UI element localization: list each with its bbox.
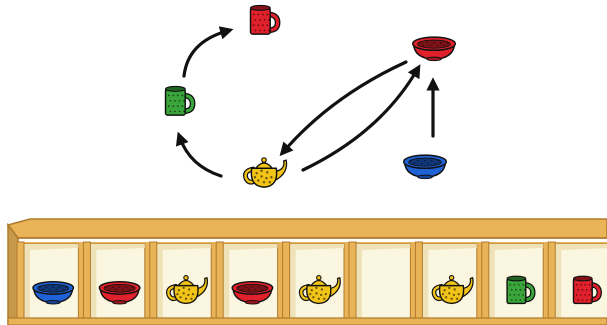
node-green-mug bbox=[164, 85, 196, 116]
shelf-bottom bbox=[7, 317, 607, 325]
shelf-cell-3 bbox=[149, 241, 212, 325]
shelf-item-7 bbox=[431, 275, 474, 305]
shelf-cell-1 bbox=[16, 241, 79, 325]
arrow-green-mug-to-red-mug bbox=[182, 26, 234, 78]
diagram-nodes bbox=[164, 4, 457, 188]
arrow-red-bowl-to-yellow-teapot bbox=[279, 60, 408, 157]
shelf-cell-2 bbox=[82, 241, 146, 325]
shelf-item-4 bbox=[231, 280, 274, 305]
shelf-cell-4 bbox=[215, 241, 279, 325]
node-red-bowl bbox=[411, 36, 457, 62]
shelf-cell-5 bbox=[282, 241, 345, 325]
node-yellow-teapot bbox=[243, 157, 288, 188]
shelf bbox=[6, 218, 607, 325]
node-red-mug bbox=[249, 4, 281, 35]
arrow-yellow-teapot-to-green-mug bbox=[175, 131, 223, 178]
arrow-yellow-teapot-to-red-bowl bbox=[301, 64, 421, 172]
shelf-cell-6 bbox=[348, 241, 411, 325]
shelf-item-9 bbox=[572, 275, 602, 305]
shelf-item-5 bbox=[298, 275, 341, 305]
shelf-side bbox=[7, 222, 19, 325]
shelf-item-1 bbox=[32, 280, 75, 305]
shelf-cell-9 bbox=[547, 241, 607, 325]
shelf-item-2 bbox=[98, 280, 141, 305]
node-blue-bowl bbox=[402, 154, 448, 180]
shelf-cell-8 bbox=[481, 241, 544, 325]
shelf-item-3 bbox=[166, 275, 209, 305]
shelf-top bbox=[6, 218, 607, 239]
transition-arrows bbox=[175, 26, 440, 178]
shelf-item-8 bbox=[506, 275, 536, 305]
shelf-cell-7 bbox=[414, 241, 478, 325]
